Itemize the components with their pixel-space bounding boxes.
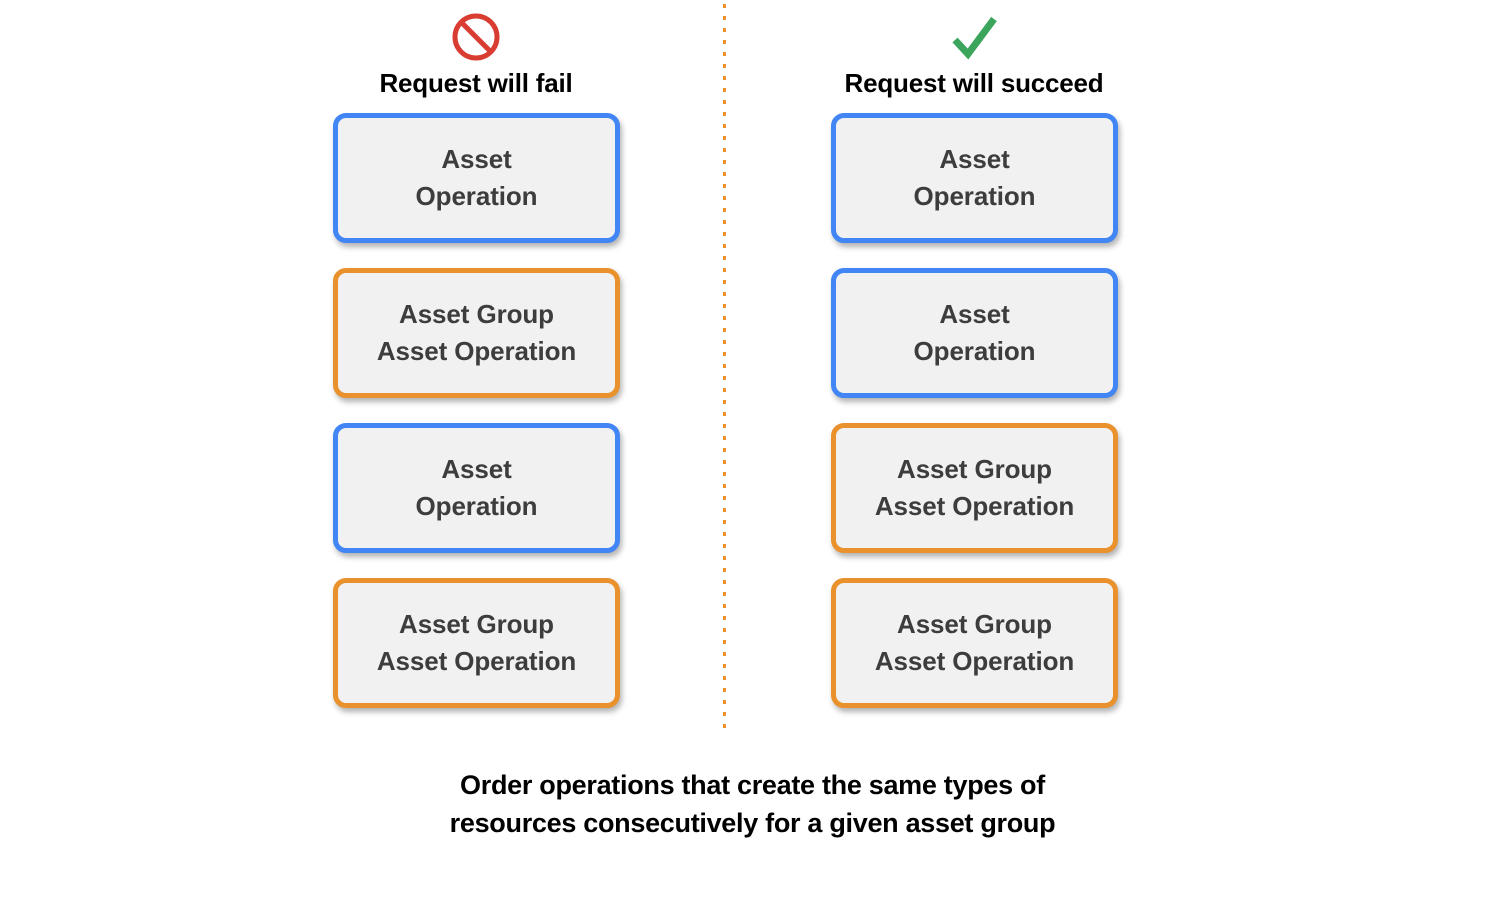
operation-box-label: Asset Group Asset Operation bbox=[376, 299, 577, 366]
operation-box-asset[interactable]: Asset Operation bbox=[333, 423, 620, 553]
column-title-succeed: Request will succeed bbox=[844, 68, 1104, 98]
operation-box-label: Asset Operation bbox=[913, 144, 1036, 211]
operation-box-asset-group[interactable]: Asset Group Asset Operation bbox=[333, 578, 620, 708]
column-header-succeed: Request will succeed bbox=[824, 8, 1124, 98]
column-divider bbox=[723, 4, 726, 734]
operation-box-label: Asset Operation bbox=[415, 454, 538, 521]
operation-box-label: Asset Group Asset Operation bbox=[874, 454, 1075, 521]
column-title-fail: Request will fail bbox=[379, 68, 573, 98]
operation-box-asset[interactable]: Asset Operation bbox=[831, 268, 1118, 398]
prohibition-icon bbox=[452, 13, 500, 61]
diagram-caption: Order operations that create the same ty… bbox=[449, 770, 1056, 838]
checkmark-icon bbox=[952, 16, 997, 60]
operation-box-asset[interactable]: Asset Operation bbox=[831, 113, 1118, 243]
operation-box-label: Asset Operation bbox=[913, 299, 1036, 366]
operation-box-asset-group[interactable]: Asset Group Asset Operation bbox=[831, 578, 1118, 708]
operation-stack-fail: Asset Operation Asset Group Asset Operat… bbox=[333, 113, 620, 708]
operation-box-label: Asset Operation bbox=[415, 144, 538, 211]
column-header-fail: Request will fail bbox=[326, 8, 626, 98]
operation-stack-succeed: Asset Operation Asset Operation Asset Gr… bbox=[831, 113, 1118, 708]
operation-box-asset-group[interactable]: Asset Group Asset Operation bbox=[333, 268, 620, 398]
operation-box-label: Asset Group Asset Operation bbox=[874, 609, 1075, 676]
operation-box-label: Asset Group Asset Operation bbox=[376, 609, 577, 676]
operation-box-asset-group[interactable]: Asset Group Asset Operation bbox=[831, 423, 1118, 553]
operation-box-asset[interactable]: Asset Operation bbox=[333, 113, 620, 243]
